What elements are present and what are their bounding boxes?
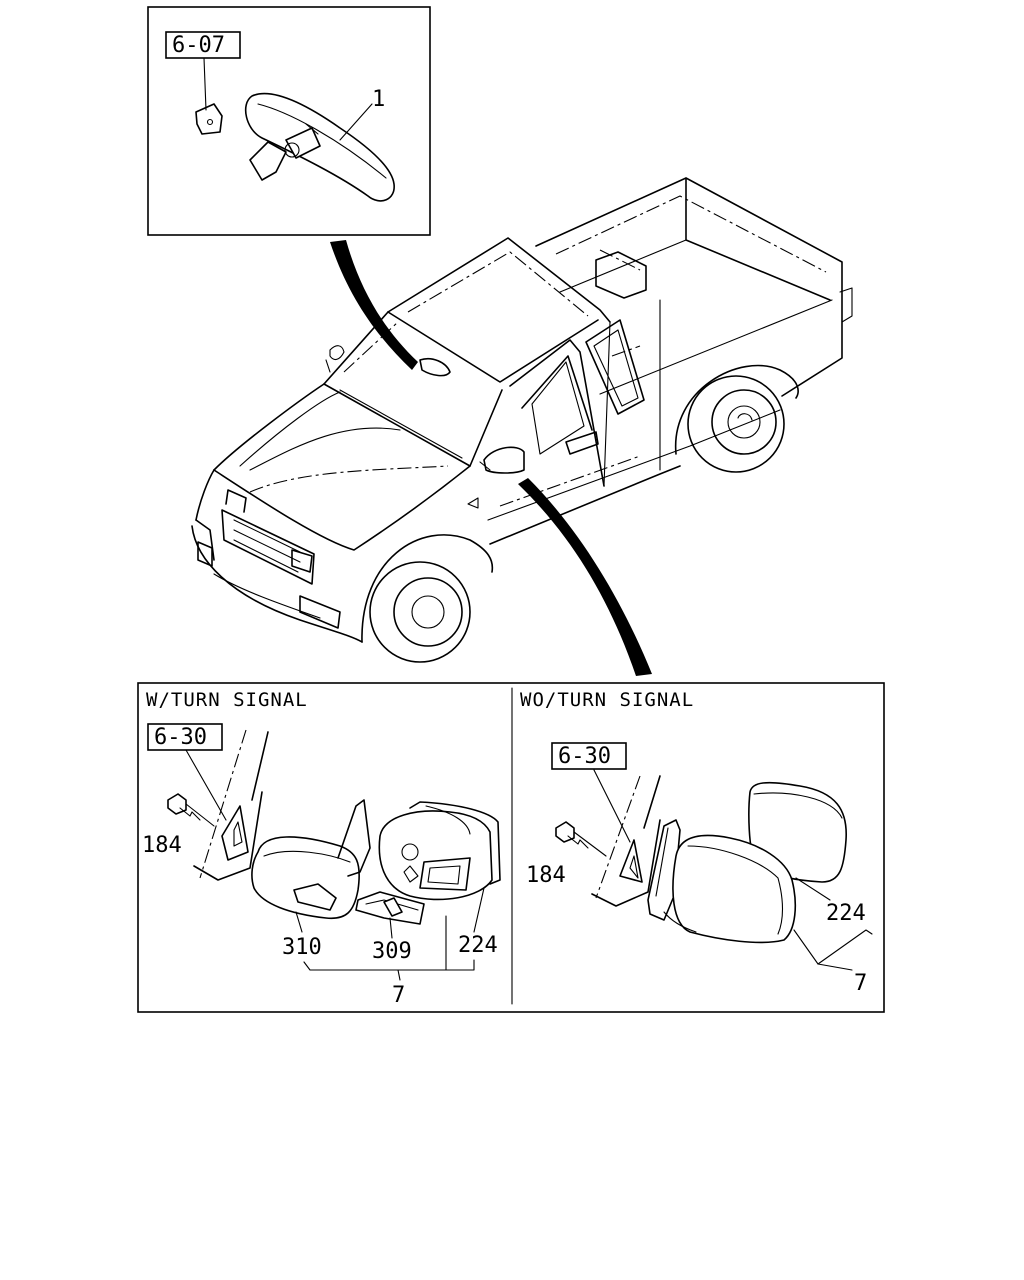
ref-label-6-07: 6-07	[172, 33, 225, 58]
callout-224-left: 224	[458, 933, 498, 958]
front-wheel	[369, 561, 471, 663]
callout-leader-1	[339, 103, 373, 141]
truck-door-mirror	[483, 446, 525, 474]
right-ref-box	[551, 742, 627, 770]
right-panel-no-turn-signal: WO/TURN SIGNAL 6-30 184	[520, 689, 873, 996]
mount-button	[195, 103, 223, 135]
mirror-housing-224-left	[378, 810, 493, 901]
left-ref-label: 6-30	[154, 725, 207, 750]
right-ref-label: 6-30	[558, 744, 611, 769]
callout-7-left: 7	[392, 983, 405, 1008]
bolt-184-left	[167, 793, 215, 827]
left-ref-box	[147, 723, 223, 751]
mirror-body	[244, 92, 395, 202]
left-panel-turn-signal: W/TURN SIGNAL 6-30 184	[142, 689, 501, 1008]
pointer-to-windshield	[330, 240, 418, 370]
mirror-stem	[249, 141, 287, 181]
callout-1: 1	[372, 87, 385, 112]
callout-7-right: 7	[854, 971, 867, 996]
left-heading: W/TURN SIGNAL	[146, 689, 308, 711]
bolt-184-right	[555, 821, 607, 857]
right-heading: WO/TURN SIGNAL	[520, 689, 694, 711]
pointer-to-panel	[518, 478, 652, 676]
inset-interior-mirror: 6-07 1	[147, 6, 431, 236]
callout-184-right: 184	[526, 863, 566, 888]
callout-224-right: 224	[826, 901, 866, 926]
callout-310: 310	[282, 935, 322, 960]
ref-box-6-07	[165, 31, 241, 59]
detail-panel: W/TURN SIGNAL 6-30 184	[137, 682, 885, 1013]
ref-leader	[203, 57, 207, 111]
pickup-truck	[191, 177, 853, 663]
rear-wheel	[687, 375, 785, 473]
callout-309: 309	[372, 939, 412, 964]
callout-184-left: 184	[142, 833, 182, 858]
